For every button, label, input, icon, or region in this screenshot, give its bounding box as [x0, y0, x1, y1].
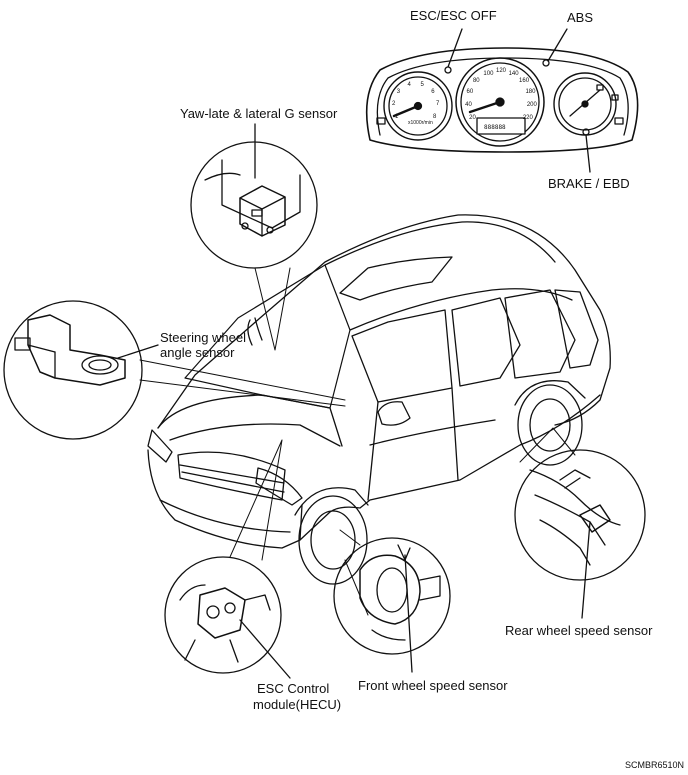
brake-ebd-label: BRAKE / EBD: [548, 176, 630, 191]
speed-tick-label: 60: [466, 89, 474, 96]
abs-leader: [547, 28, 568, 62]
steering-sensor-label-line1: Steering wheel: [160, 330, 246, 345]
esc-module-label-line1: ESC Control: [257, 681, 330, 696]
steering-sensor-leader: [117, 344, 159, 359]
headlight-right: [255, 467, 303, 506]
odometer-display: [476, 117, 526, 135]
speedometer-gauge: [455, 57, 545, 147]
speed-tick-label: 180: [525, 89, 536, 96]
front-wheel-sensor-label: Front wheel speed sensor: [358, 678, 508, 693]
speed-tick-label: 80: [472, 78, 480, 85]
tach-tick-label: 2: [392, 101, 396, 108]
esc-module-leader: [239, 619, 291, 679]
yaw-rate-sensor-icon: [239, 185, 286, 237]
speed-tick-label: 220: [522, 114, 533, 121]
tach-tick-label: 7: [435, 101, 440, 108]
esc-off-label: ESC/ESC OFF: [410, 8, 497, 23]
steering-angle-sensor-icon: [27, 314, 126, 386]
tach-tick-label: 1: [394, 114, 399, 120]
tach-unit-label: x1000r/min: [408, 120, 433, 126]
odometer-value: 888888: [484, 124, 506, 131]
hecu-module-icon: [197, 587, 246, 639]
tach-tick-label: 4: [407, 81, 411, 88]
brake-ebd-leader: [585, 134, 591, 173]
speed-tick-label: 100: [483, 70, 494, 77]
headlight-left: [147, 429, 173, 463]
tach-tick-label: 3: [396, 89, 401, 96]
speed-tick-label: 40: [465, 102, 472, 109]
rear-wheel: [517, 384, 583, 466]
esc-module-callout: [164, 556, 282, 674]
speed-tick-label: 120: [496, 68, 507, 74]
abs-warning-lamp-icon: [542, 59, 550, 67]
tachometer-gauge: [383, 71, 453, 141]
steering-sensor-callout: [3, 300, 143, 440]
speed-tick-label: 140: [508, 70, 519, 77]
yaw-sensor-callout: [190, 141, 318, 269]
speed-tick-label: 160: [519, 78, 530, 85]
front-wheel-speed-sensor-icon: [359, 554, 421, 625]
front-grille: [177, 451, 286, 501]
speed-tick-label: 20: [469, 114, 476, 121]
speed-tick-label: 200: [526, 102, 537, 109]
steering-sensor-label-line2: angle sensor: [160, 345, 235, 360]
tach-tick-label: 5: [420, 81, 424, 88]
rear-wheel-sensor-label: Rear wheel speed sensor: [505, 623, 653, 638]
rear-wheel-leader: [581, 521, 591, 619]
sunroof: [339, 256, 453, 301]
rear-wheel-speed-sensor-icon: [579, 504, 611, 533]
abs-label: ABS: [567, 10, 594, 25]
tach-tick-label: 8: [433, 114, 437, 120]
suv-body: [147, 214, 611, 585]
esc-off-leader: [447, 28, 463, 68]
esc-module-label-line2: module(HECU): [253, 697, 342, 712]
front-wheel-sensor-callout: [333, 537, 451, 673]
figure-code: SCMBR6510N: [625, 760, 685, 770]
yaw-sensor-label: Yaw-late & lateral G sensor: [180, 106, 338, 121]
tach-tick-label: 6: [431, 89, 435, 96]
side-mirror: [377, 401, 411, 426]
esc-warning-lamp-icon: [444, 66, 452, 74]
rear-wheel-sensor-callout: [514, 449, 646, 581]
instrument-cluster: [365, 47, 639, 153]
front-wheel: [298, 495, 368, 585]
